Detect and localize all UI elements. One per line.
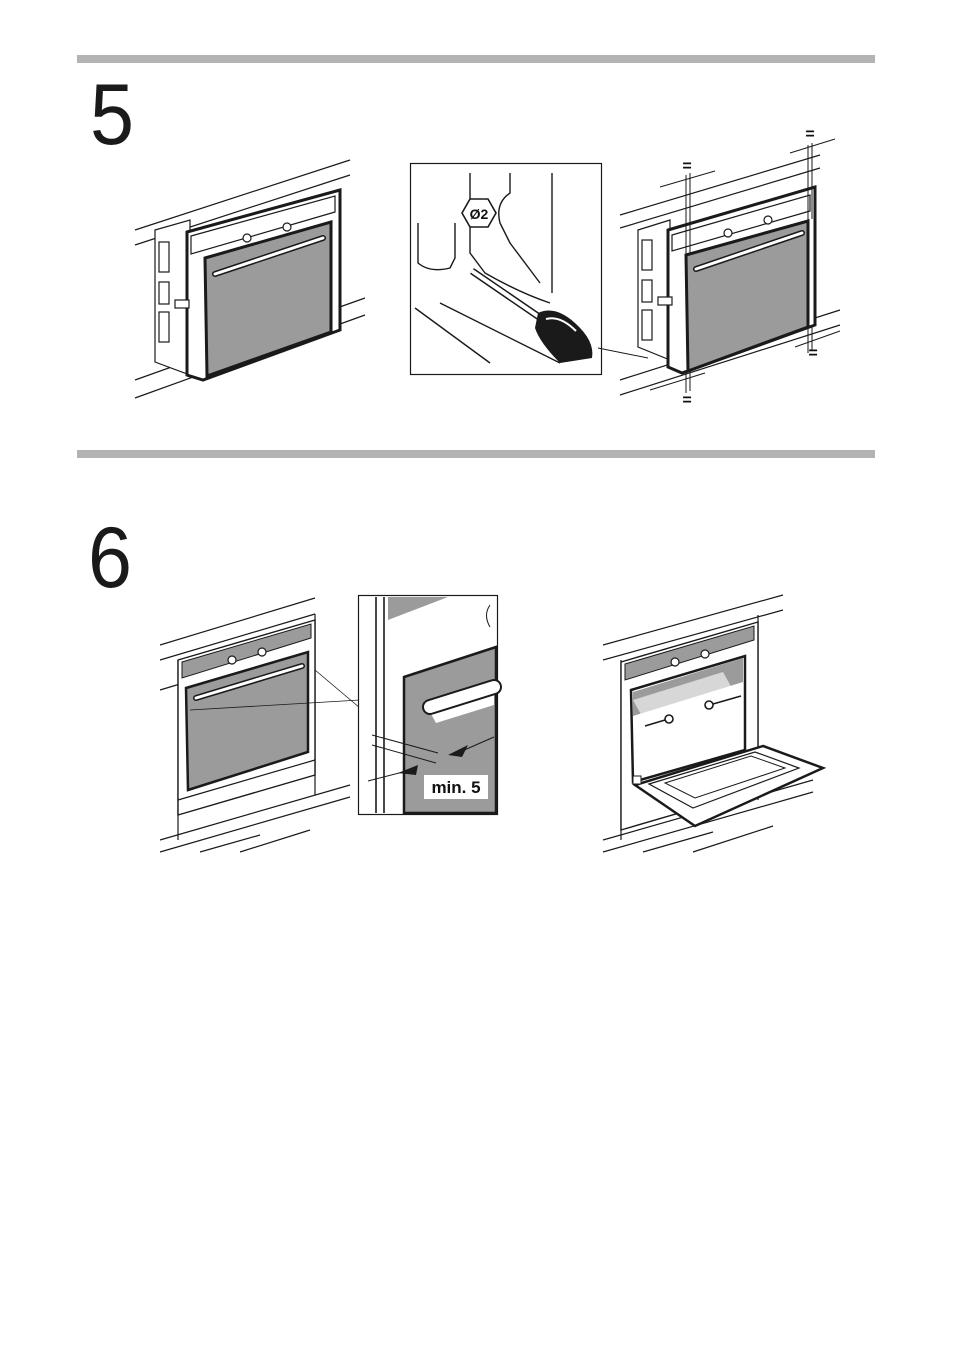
equal-mark-bottom-right: = — [808, 345, 817, 362]
equal-mark-bottom-left: = — [682, 392, 691, 409]
step-number-5: 5 — [90, 72, 132, 158]
screw-detail-illustration: Ø2 — [410, 163, 602, 376]
oven-installed-illustration — [135, 150, 370, 410]
oven-alignment-illustration: = = = = — [620, 125, 845, 410]
step-number-6: 6 — [88, 515, 130, 601]
gap-detail-illustration: min. 5 — [358, 595, 498, 815]
equal-mark-top-left: = — [682, 158, 691, 175]
section-rule-top — [77, 55, 875, 63]
equal-mark-top-right: = — [805, 126, 814, 143]
section-rule-middle — [77, 450, 875, 458]
oven-screws-illustration — [603, 590, 825, 855]
diameter-label: Ø2 — [470, 206, 489, 222]
min-gap-label: min. 5 — [431, 778, 480, 797]
oven-front-illustration — [160, 590, 360, 855]
